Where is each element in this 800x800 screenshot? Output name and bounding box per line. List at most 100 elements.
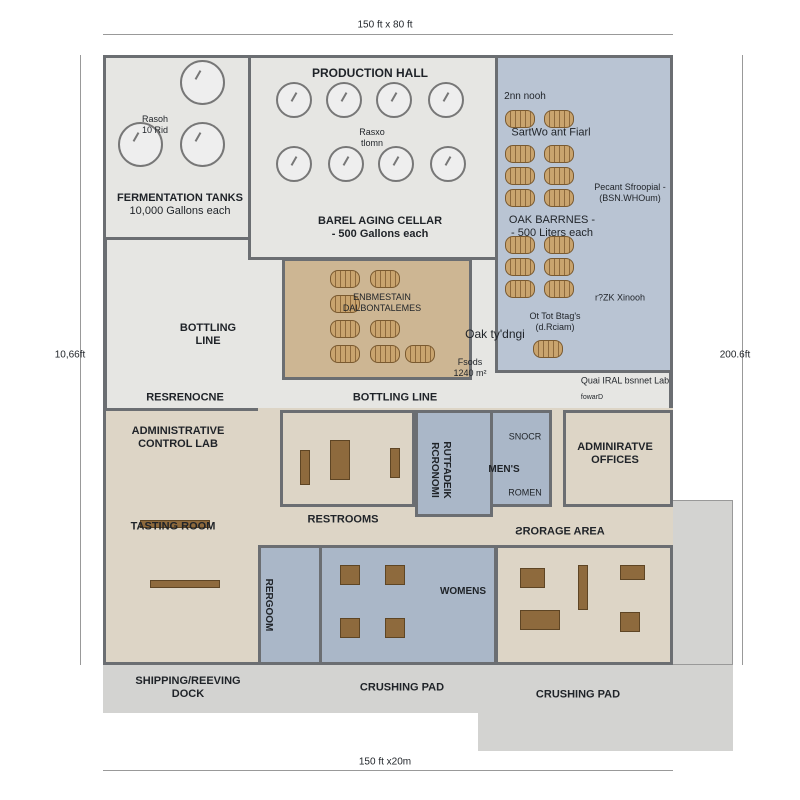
restrooms-label: RESTROOMS (307, 513, 379, 526)
barrel-icon (505, 258, 535, 276)
barrel-icon (505, 236, 535, 254)
barrel-icon (505, 167, 535, 185)
snocr-room (490, 410, 552, 507)
fermentation-tank-icon (428, 82, 464, 118)
fermentation-tank-icon (180, 122, 225, 167)
rutfadeik-2: RCRONOMI (429, 442, 440, 498)
barrel-icon (544, 167, 574, 185)
storage-label: ƧRORAGE AREA (515, 525, 605, 538)
table-icon (385, 618, 405, 638)
tank-note-center-1: Rasxo (359, 127, 385, 138)
barrel-icon (505, 189, 535, 207)
barrel-icon (505, 280, 535, 298)
oak-barrels-label: OAK BARRNES -- 500 Liters each (509, 214, 595, 240)
fermentation-tank-icon (378, 146, 414, 182)
oak-room-1: ENBMESTAIN (353, 292, 411, 303)
bottling-corridor-label: BOTTLING LINE (352, 391, 438, 404)
pecant-2: (BSN.WHOum) (599, 193, 661, 203)
womens-label: WOMENS (439, 586, 487, 597)
table-icon (620, 565, 645, 580)
fermentation-tank-icon (118, 122, 163, 167)
table-icon (330, 440, 350, 480)
barrel-icon (544, 110, 574, 128)
table-icon (390, 448, 400, 478)
rerroom-label: RERGOOM (263, 578, 274, 632)
production-hall-label: PRODUCTION HALL (312, 65, 428, 80)
barrel-icon (505, 110, 535, 128)
tank-note-center-2: tlomn (360, 138, 384, 148)
rerroom (258, 545, 322, 665)
barrel-icon (405, 345, 435, 363)
fermentation-tank-icon (376, 82, 412, 118)
top-dimension: 150 ft x 80 ft (357, 19, 413, 31)
table-icon (620, 612, 640, 632)
barrel-icon (330, 320, 360, 338)
tasting-label: TASTING ROOM (130, 520, 216, 533)
oak-arrow-label: Oak ty'dngi (465, 326, 525, 341)
womens-room (319, 545, 497, 665)
table-icon (300, 450, 310, 485)
oak-area-2: 1240 m² (453, 368, 487, 378)
barrel-icon (533, 340, 563, 358)
right-annex (672, 500, 733, 665)
kiln-note: r?ZK Xinooh (594, 292, 646, 303)
oak-barrels-1: OAK BARRNES - (508, 213, 596, 226)
right-top-note: 2nn nooh (504, 91, 546, 102)
barrel-cellar-title: BAREL AGING CELLAR (317, 214, 443, 227)
barrel-icon (330, 295, 360, 313)
fermentation-tank-icon (276, 146, 312, 182)
table-icon (140, 520, 210, 528)
tot-bags-1: Ot Tot Btag's (529, 311, 581, 322)
crushing-pad-extension (478, 663, 733, 751)
barrel-icon (330, 270, 360, 288)
fermentation-tank-icon (180, 60, 225, 105)
barrel-icon (370, 320, 400, 338)
tot-bags-label: Ot Tot Btag's(d.Rciam) (529, 311, 580, 333)
fermentation-tank-icon (276, 82, 312, 118)
table-icon (578, 565, 588, 610)
admin-lab-2: CONTROL LAB (138, 438, 218, 450)
right-dimension-line (742, 55, 743, 665)
forward-label: fowarD (580, 393, 604, 401)
barrel-cellar-capacity: - 500 Gallons each (331, 228, 429, 240)
mens-restroom (415, 410, 493, 517)
crushing-pad-label-2: CRUSHING PAD (535, 688, 621, 701)
barrel-icon (544, 236, 574, 254)
barrel-cellar-label: BAREL AGING CELLAR- 500 Gallons each (318, 215, 442, 241)
tank-note-left-2: 10 Rid (141, 125, 169, 135)
admin-offices-1: ADMINIRATVE (577, 440, 653, 453)
barrel-icon (544, 145, 574, 163)
oak-area-1: Fsods (457, 357, 483, 368)
admin-lab-1: ADMINISTRATIVE (131, 424, 225, 437)
snocr-label: SNOCR (508, 431, 542, 442)
pecant-1: Pecant Sfroopial - (594, 182, 666, 193)
barrel-icon (330, 345, 360, 363)
fermentation-title: FERMENTATION TANKS (117, 191, 243, 204)
shipping-2: DOCK (171, 688, 205, 700)
oak-room-2: DALBONTALEMES (342, 303, 422, 313)
bottom-dimension-line (103, 770, 673, 771)
admin-offices-room (563, 410, 673, 507)
bottom-dimension: 150 ft x20m (358, 756, 412, 768)
barrel-icon (505, 145, 535, 163)
resrenocne-label: RESRENOCNE (146, 391, 224, 404)
shipping-1: SHIPPING/REEVING (135, 674, 241, 687)
barrel-icon (370, 270, 400, 288)
barrel-icon (544, 258, 574, 276)
fermentation-capacity: 10,000 Gallons each (129, 205, 231, 217)
table-icon (520, 610, 560, 630)
right-dimension: 200.6ft (719, 349, 751, 361)
fermentation-tank-icon (328, 146, 364, 182)
left-dimension-line (80, 55, 81, 665)
fermentation-tank-icon (430, 146, 466, 182)
